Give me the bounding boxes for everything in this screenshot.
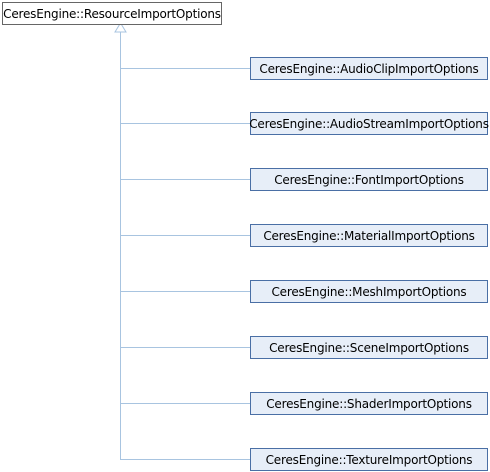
connector-material xyxy=(120,235,250,236)
connector-scene xyxy=(120,347,250,348)
base-class-node[interactable]: CeresEngine::ResourceImportOptions xyxy=(2,2,222,25)
derived-class-label: CeresEngine::AudioStreamImportOptions xyxy=(249,116,489,131)
derived-class-node-material[interactable]: CeresEngine::MaterialImportOptions xyxy=(250,224,488,247)
derived-class-label: CeresEngine::FontImportOptions xyxy=(274,172,464,187)
derived-class-node-font[interactable]: CeresEngine::FontImportOptions xyxy=(250,168,488,191)
derived-class-label: CeresEngine::MaterialImportOptions xyxy=(263,228,475,243)
connector-audio-stream xyxy=(120,123,250,124)
connector-font xyxy=(120,179,250,180)
inheritance-trunk xyxy=(120,30,121,460)
derived-class-node-scene[interactable]: CeresEngine::SceneImportOptions xyxy=(250,336,488,359)
derived-class-label: CeresEngine::ShaderImportOptions xyxy=(266,396,472,411)
derived-class-node-audio-clip[interactable]: CeresEngine::AudioClipImportOptions xyxy=(250,57,488,80)
derived-class-label: CeresEngine::MeshImportOptions xyxy=(271,284,467,299)
derived-class-label: CeresEngine::SceneImportOptions xyxy=(269,340,469,355)
connector-texture xyxy=(120,459,250,460)
derived-class-node-texture[interactable]: CeresEngine::TextureImportOptions xyxy=(250,448,488,471)
derived-class-label: CeresEngine::AudioClipImportOptions xyxy=(259,61,479,76)
connector-shader xyxy=(120,403,250,404)
derived-class-node-mesh[interactable]: CeresEngine::MeshImportOptions xyxy=(250,280,488,303)
connector-audio-clip xyxy=(120,68,250,69)
derived-class-node-shader[interactable]: CeresEngine::ShaderImportOptions xyxy=(250,392,488,415)
base-class-label: CeresEngine::ResourceImportOptions xyxy=(3,6,221,21)
inheritance-arrow-icon xyxy=(114,23,127,33)
connector-mesh xyxy=(120,291,250,292)
derived-class-node-audio-stream[interactable]: CeresEngine::AudioStreamImportOptions xyxy=(249,112,489,135)
derived-class-label: CeresEngine::TextureImportOptions xyxy=(265,452,473,467)
